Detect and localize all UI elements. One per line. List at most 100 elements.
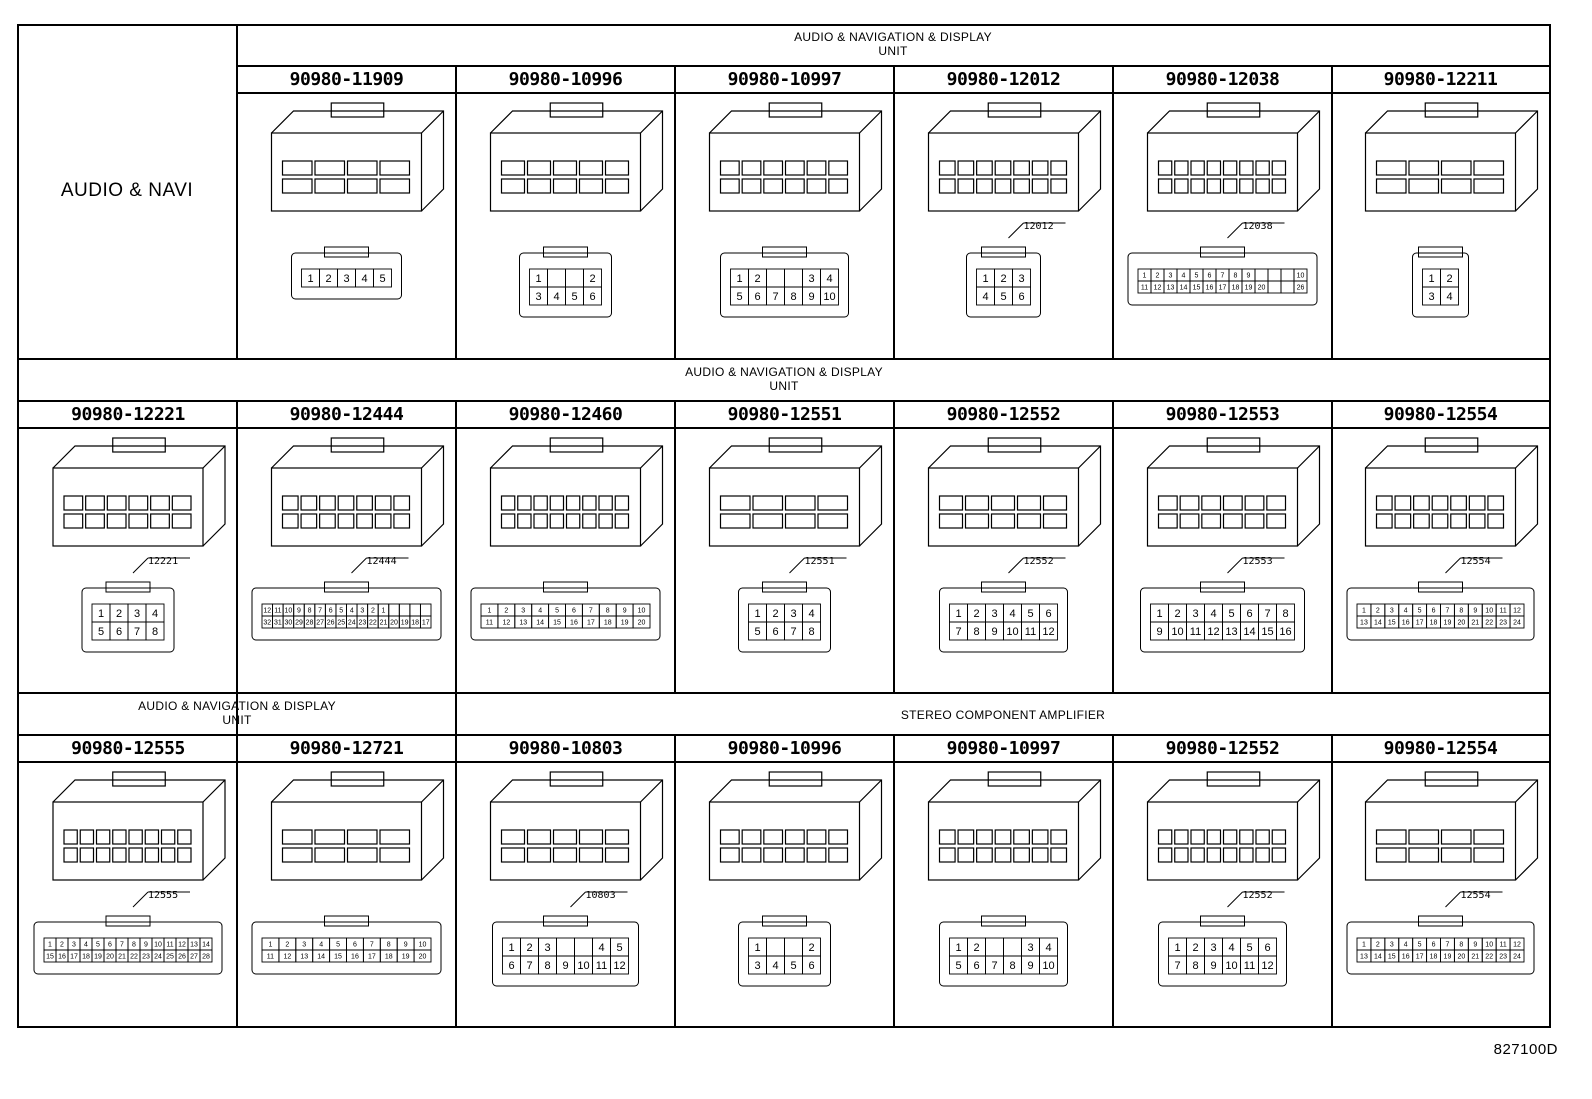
housing-cavity — [1222, 829, 1238, 845]
connector-front-view — [939, 581, 1068, 653]
housing-edge — [1297, 779, 1320, 803]
housing-cavity — [300, 495, 318, 511]
housing-cavity — [578, 847, 604, 863]
housing-cavity — [1431, 513, 1449, 529]
front-latch — [981, 246, 1026, 258]
housing-cavity — [500, 829, 526, 845]
housing-cavity — [1394, 495, 1412, 511]
housing-cavity — [281, 178, 313, 194]
housing-cavity — [938, 178, 956, 194]
pin-number: 9 — [144, 942, 148, 949]
pin-number: 9 — [562, 960, 568, 972]
pin-cavity — [820, 286, 839, 306]
pin-number: 16 — [1402, 954, 1410, 961]
housing-cavity — [1239, 829, 1254, 845]
housing-cavity — [1031, 847, 1049, 863]
pin-number: 8 — [808, 626, 814, 638]
front-latch — [1418, 581, 1463, 593]
grid-vline — [1331, 401, 1333, 693]
housing-cavity — [281, 829, 313, 845]
housing-cavity — [719, 829, 740, 845]
pin-number: 3 — [1390, 608, 1394, 615]
pin-number: 26 — [178, 954, 186, 961]
connector-housing — [1364, 437, 1539, 547]
pin-number: 6 — [1208, 273, 1212, 280]
housing-cavity — [1013, 178, 1030, 194]
connector-housing — [52, 437, 226, 547]
housing-cavity — [1201, 495, 1222, 511]
pin-number: 6 — [1246, 608, 1252, 620]
pin-number: 1 — [535, 273, 541, 285]
part-number: 90980-12552 — [1165, 738, 1280, 759]
grid-vline — [674, 401, 676, 693]
housing-cavity — [1050, 178, 1068, 194]
pin-number: 3 — [302, 942, 306, 949]
pin-number: 23 — [358, 620, 366, 627]
housing-cavity — [1157, 829, 1173, 845]
grid-vline — [1331, 66, 1333, 359]
housing-cavity — [356, 495, 373, 511]
pin-number: 1 — [98, 608, 104, 620]
housing-cavity — [938, 847, 956, 863]
pin-number: 1 — [48, 942, 52, 949]
pin-number: 1 — [1428, 273, 1434, 285]
pin-number: 3 — [521, 608, 525, 615]
pin-number: 10 — [1485, 942, 1493, 949]
pin-number: 16 — [1402, 620, 1410, 627]
pin-number: 2 — [116, 608, 122, 620]
housing-cavity — [337, 495, 355, 511]
connector-front-view — [1158, 915, 1287, 987]
grid-vline — [1331, 735, 1333, 1027]
housing-cavity — [565, 513, 581, 529]
housing-cavity — [1190, 160, 1205, 176]
housing-cavity — [784, 847, 805, 863]
housing-latch — [549, 771, 604, 787]
diagram-code: 827100D — [1493, 1041, 1558, 1058]
pin-number: 2 — [973, 608, 979, 620]
housing-cavity — [1375, 495, 1393, 511]
housing-cavity — [1271, 847, 1287, 863]
pin-number: 18 — [1430, 954, 1438, 961]
pin-number: 5 — [98, 626, 104, 638]
housing-cavity — [1179, 495, 1200, 511]
pin-number: 20 — [390, 620, 398, 627]
housing-cavity — [990, 495, 1016, 511]
pin-cavity — [1012, 286, 1031, 306]
pin-cavity — [1039, 955, 1058, 975]
pin-number: 2 — [1000, 273, 1006, 285]
part-number: 90980-12554 — [1383, 738, 1498, 759]
housing-cavity — [1244, 513, 1265, 529]
housing-cavity — [379, 178, 411, 194]
pin-number: 2 — [1192, 942, 1198, 954]
pin-number: 29 — [295, 620, 303, 627]
side-label: AUDIO & NAVI — [60, 180, 194, 201]
pin-number: 3 — [991, 608, 997, 620]
pin-number: 11 — [1190, 626, 1201, 638]
housing-cavity — [1031, 178, 1049, 194]
pin-number: 20 — [1457, 620, 1465, 627]
housing-cavity — [1255, 847, 1270, 863]
pin-number: 7 — [991, 960, 997, 972]
pin-number: 4 — [826, 273, 832, 285]
pin-number: 12 — [1513, 608, 1521, 615]
ref-leader-line — [570, 891, 586, 908]
pin-number: 13 — [1167, 285, 1175, 292]
pin-cavity — [610, 955, 629, 975]
front-shell — [519, 252, 612, 318]
pin-number: 1 — [508, 942, 514, 954]
pin-cavity — [1293, 280, 1308, 294]
housing-cavity — [1190, 847, 1205, 863]
housing-cavity — [1271, 829, 1287, 845]
front-shell — [939, 587, 1068, 653]
housing-cavity — [1408, 829, 1440, 845]
connector-housing — [489, 437, 664, 547]
pin-number: 4 — [361, 273, 367, 285]
pin-number: 7 — [790, 626, 796, 638]
pin-number: 15 — [1388, 954, 1396, 961]
pin-number: 14 — [202, 942, 210, 949]
housing-latch — [549, 102, 604, 118]
pin-number: 10 — [577, 960, 589, 972]
connector-front-view — [1140, 581, 1305, 653]
